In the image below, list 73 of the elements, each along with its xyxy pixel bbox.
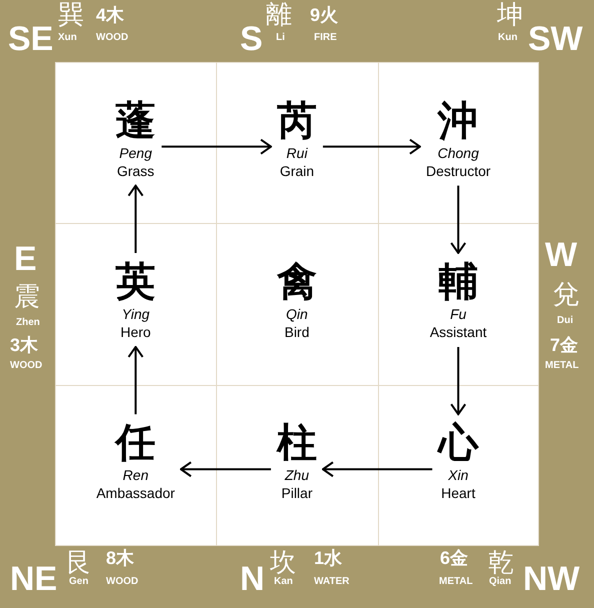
star-meaning: Bird xyxy=(284,322,310,341)
star-pinyin: Chong xyxy=(438,144,479,162)
star-pinyin: Ying xyxy=(122,304,150,323)
direction-letter: E xyxy=(14,242,37,276)
star-character: 英 xyxy=(116,258,156,305)
star-meaning: Hero xyxy=(120,322,151,341)
trigram-character: 坤 xyxy=(497,2,523,28)
trigram-label: WOOD xyxy=(106,577,138,587)
trigram-label: WOOD xyxy=(96,33,128,43)
trigram-label: FIRE xyxy=(314,33,337,43)
direction-letter: NW xyxy=(523,562,580,596)
trigram-character: 離 xyxy=(266,2,292,28)
direction-letter: S xyxy=(240,22,263,56)
direction-letter: NE xyxy=(10,562,58,596)
element-number: 4木 xyxy=(96,6,124,24)
star-character: 輔 xyxy=(438,258,478,305)
trigram-character: 兌 xyxy=(553,282,579,308)
trigram-character: 乾 xyxy=(488,550,514,576)
element-number: 1水 xyxy=(314,549,342,567)
arrow xyxy=(162,138,272,155)
star-meaning: Heart xyxy=(441,484,476,502)
trigram-character: 震 xyxy=(14,284,40,310)
element-number: 3木 xyxy=(10,336,38,354)
star-character: 蓬 xyxy=(116,98,156,144)
arrow xyxy=(322,138,421,155)
star-meaning: Destructor xyxy=(426,162,491,180)
star-meaning: Pillar xyxy=(281,484,312,502)
trigram-character: 艮 xyxy=(66,550,92,576)
trigram-label: WATER xyxy=(314,577,350,587)
arrow xyxy=(128,184,144,253)
star-pinyin: Qin xyxy=(286,304,308,323)
trigram-label: Kan xyxy=(274,577,293,587)
trigram-label: Zhen xyxy=(16,318,40,328)
element-number: 8木 xyxy=(106,549,134,567)
arrow xyxy=(322,461,432,478)
direction-letter: SW xyxy=(528,22,583,56)
trigram-label: Kun xyxy=(498,33,518,43)
star-pinyin: Ren xyxy=(122,466,148,484)
trigram-character: 巽 xyxy=(58,2,84,28)
element-number: 9火 xyxy=(310,6,338,24)
arrow xyxy=(180,461,271,478)
direction-letter: SE xyxy=(8,22,54,56)
direction-letter: W xyxy=(545,238,578,272)
trigram-label: Xun xyxy=(58,33,77,43)
direction-letter: N xyxy=(240,562,265,596)
star-meaning: Grass xyxy=(116,162,154,180)
star-pinyin: Rui xyxy=(286,144,308,162)
element-number: 7金 xyxy=(550,336,578,354)
star-character: 任 xyxy=(116,420,156,466)
star-pinyin: Xin xyxy=(448,466,468,484)
trigram-label: METAL xyxy=(439,577,473,587)
trigram-label: Qian xyxy=(489,577,512,587)
element-number: 6金 xyxy=(440,549,468,567)
star-pinyin: Fu xyxy=(450,304,466,323)
trigram-character: 坎 xyxy=(270,550,296,576)
star-pinyin: Peng xyxy=(119,144,152,162)
star-character: 禽 xyxy=(276,258,317,305)
star-character: 心 xyxy=(438,420,478,466)
trigram-label: Dui xyxy=(557,316,574,326)
trigram-label: Li xyxy=(276,33,285,43)
arrow xyxy=(450,186,466,254)
star-meaning: Assistant xyxy=(430,322,487,341)
star-character: 芮 xyxy=(276,98,317,144)
arrow xyxy=(128,346,144,414)
star-character: 柱 xyxy=(276,420,317,466)
trigram-label: Gen xyxy=(69,577,88,587)
star-meaning: Ambassador xyxy=(96,484,175,502)
star-pinyin: Zhu xyxy=(284,466,309,484)
star-character: 沖 xyxy=(438,98,478,144)
trigram-label: METAL xyxy=(545,361,579,371)
arrow xyxy=(450,346,466,416)
star-meaning: Grain xyxy=(280,162,314,180)
trigram-label: WOOD xyxy=(10,361,42,371)
